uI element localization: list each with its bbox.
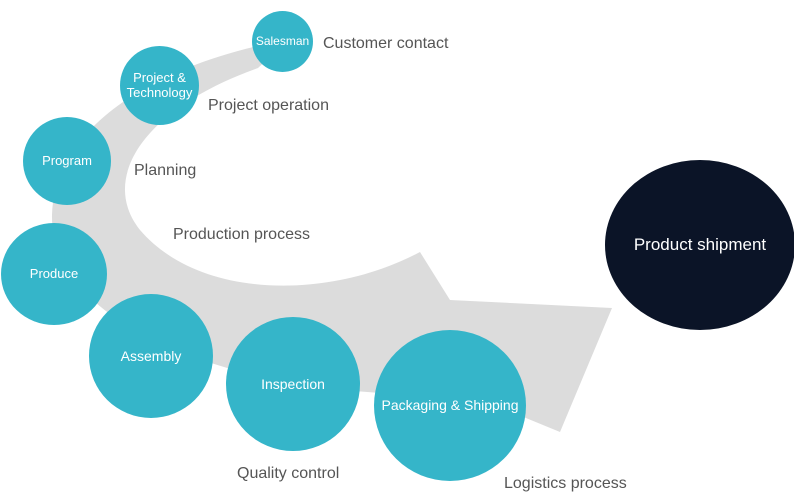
step-project-technology-label: Project & Technology (126, 69, 193, 100)
stage-project-operation: Project operation (208, 97, 329, 114)
product-shipment-label: Product shipment (633, 235, 767, 254)
step-packaging-shipping: Packaging & Shipping (374, 330, 526, 481)
step-inspection: Inspection (226, 317, 360, 451)
stage-logistics-process: Logistics process (504, 475, 627, 492)
stage-production-process: Production process (173, 226, 310, 243)
step-program: Program (23, 117, 111, 205)
stage-quality-control: Quality control (237, 465, 340, 482)
stage-customer-contact: Customer contact (323, 35, 449, 52)
step-produce: Produce (1, 223, 107, 325)
step-assembly-label: Assembly (120, 347, 182, 364)
stage-planning: Planning (134, 162, 197, 179)
step-program-label: Program (42, 152, 92, 168)
step-project-technology: Project & Technology (120, 46, 199, 125)
step-salesman-label: Salesman (255, 33, 310, 48)
step-assembly: Assembly (89, 294, 213, 418)
step-inspection-label: Inspection (261, 375, 325, 392)
step-produce-label: Produce (29, 265, 79, 281)
product-shipment-circle: Product shipment (605, 160, 794, 330)
step-packaging-shipping-label: Packaging & Shipping (381, 397, 519, 414)
step-salesman: Salesman (252, 11, 313, 72)
